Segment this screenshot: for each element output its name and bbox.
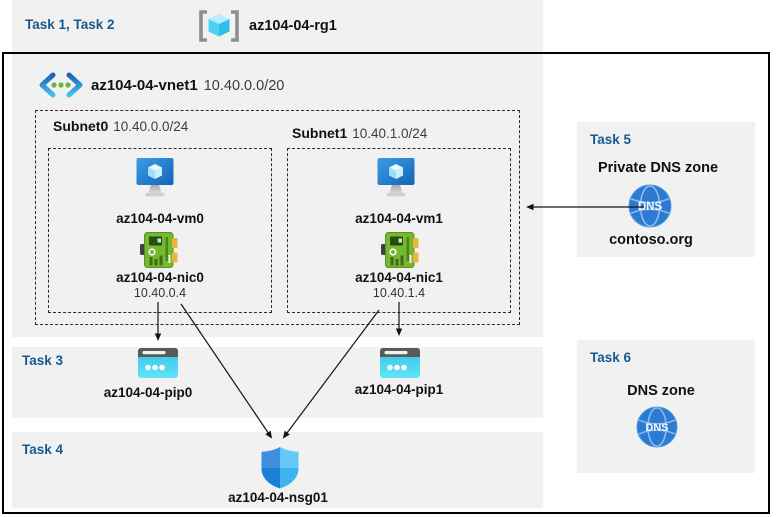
vm-icon xyxy=(136,158,174,197)
dns-zone-title: DNS zone xyxy=(627,383,695,399)
task6-panel xyxy=(577,340,755,473)
public-ip-icon xyxy=(138,348,178,378)
subnet1-cidr: 10.40.1.0/24 xyxy=(352,126,428,141)
diagram-outer-border xyxy=(2,52,770,514)
task4-label: Task 4 xyxy=(22,442,64,457)
subnet0-box xyxy=(48,148,272,313)
task5-label: Task 5 xyxy=(590,132,632,147)
vnet-panel xyxy=(12,54,543,337)
nic0-ip: 10.40.0.4 xyxy=(133,286,187,300)
task6-label: Task 6 xyxy=(590,350,632,365)
nsg-shield-icon xyxy=(261,447,299,489)
nic0-name: az104-04-nic0 xyxy=(116,270,204,285)
vnet-cidr: 10.40.0.0/20 xyxy=(203,78,285,94)
subnet1-name: Subnet1 xyxy=(292,125,348,141)
nsg-name: az104-04-nsg01 xyxy=(228,490,328,505)
dns-globe-icon: DNS xyxy=(628,184,672,228)
task5-panel xyxy=(577,122,755,257)
subnet0-header: Subnet0 10.40.0.0/24 xyxy=(53,118,188,134)
resource-group-icon xyxy=(199,10,239,42)
task12-label: Task 1, Task 2 xyxy=(25,17,115,32)
private-dns-zone-name: contoso.org xyxy=(609,232,693,248)
public-ip-icon xyxy=(380,348,420,378)
dns-icon-text: DNS xyxy=(645,422,668,434)
task3-label: Task 3 xyxy=(22,353,64,368)
resource-group-name: az104-04-rg1 xyxy=(249,18,337,34)
vm-icon xyxy=(377,158,415,197)
dns-globe-icon: DNS xyxy=(636,406,678,448)
vnet-name: az104-04-vnet1 xyxy=(91,77,198,94)
pip1-name: az104-04-pip1 xyxy=(354,382,444,397)
vnet-icon xyxy=(39,72,83,98)
nic1-name: az104-04-nic1 xyxy=(355,270,443,285)
subnet0-name: Subnet0 xyxy=(53,118,109,134)
subnet1-header: Subnet1 10.40.1.0/24 xyxy=(292,125,427,141)
nic-icon xyxy=(140,231,178,269)
vm1-name: az104-04-vm1 xyxy=(355,211,443,226)
nic1-ip: 10.40.1.4 xyxy=(372,286,426,300)
private-dns-zone-title: Private DNS zone xyxy=(597,160,719,176)
dns-icon-text: DNS xyxy=(638,201,663,213)
subnet0-cidr: 10.40.0.0/24 xyxy=(113,119,189,134)
vm0-name: az104-04-vm0 xyxy=(116,211,204,226)
task3-band xyxy=(12,347,543,418)
pip0-name: az104-04-pip0 xyxy=(103,385,193,400)
nic-icon xyxy=(381,231,419,269)
subnets-container-box xyxy=(35,110,520,325)
resource-group-band xyxy=(12,0,543,52)
